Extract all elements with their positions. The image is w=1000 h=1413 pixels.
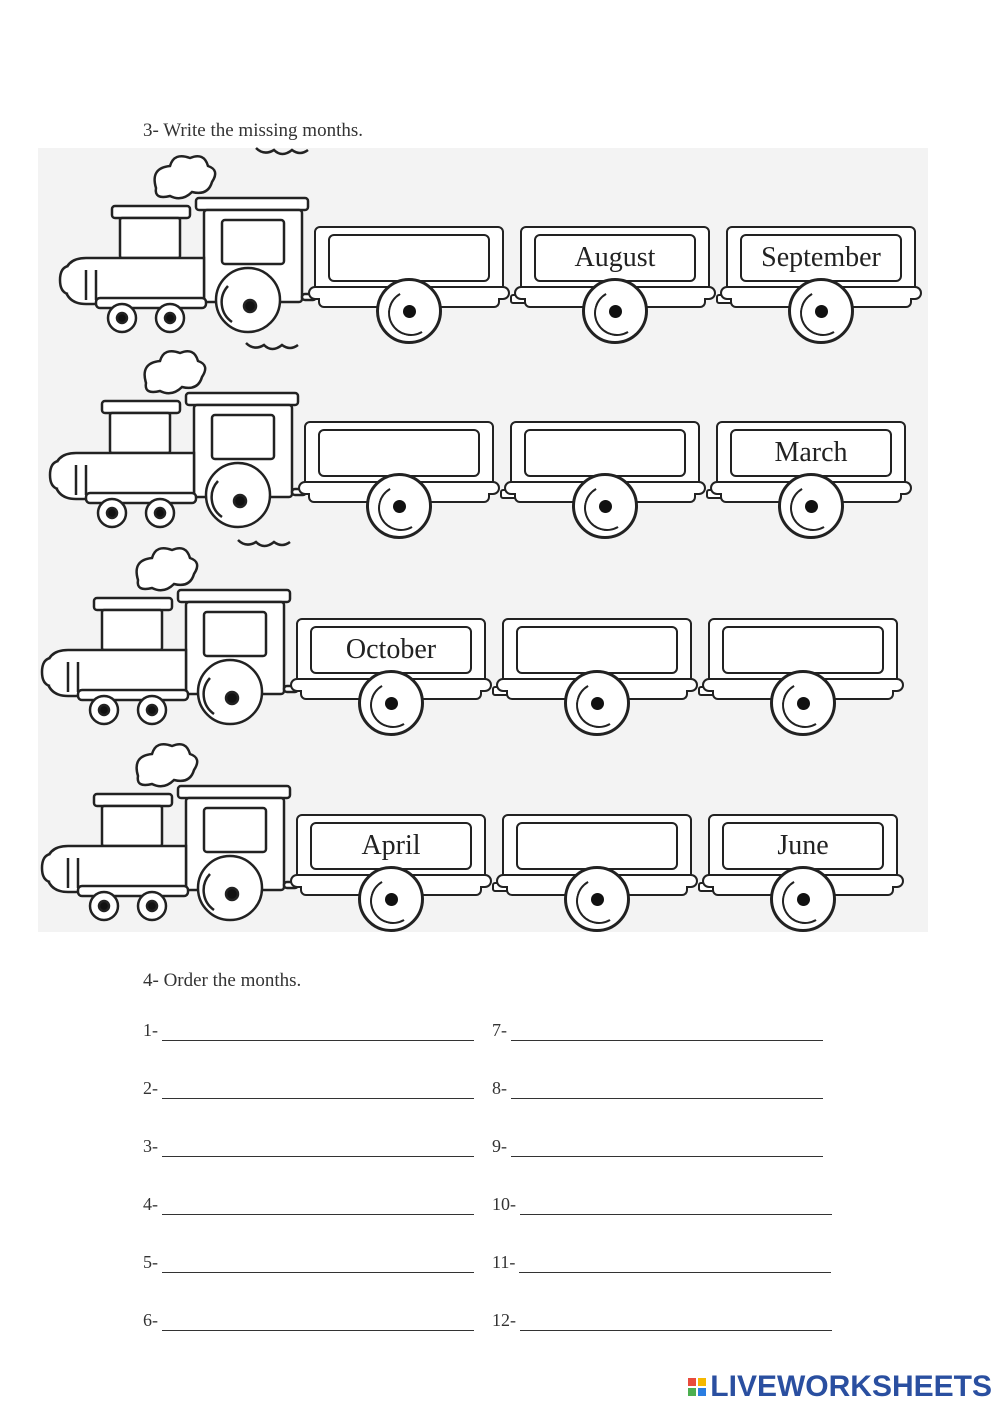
order-line-5[interactable]: 5-	[143, 1252, 474, 1273]
month-box[interactable]	[524, 429, 686, 477]
train-2-car-1	[298, 421, 500, 539]
exercise-4-heading: 4- Order the months.	[143, 970, 302, 991]
train-1-car-1	[308, 226, 510, 344]
answer-blank[interactable]	[511, 1022, 823, 1041]
order-line-10[interactable]: 10-	[492, 1194, 832, 1215]
logo-icon	[688, 1378, 707, 1396]
month-box[interactable]	[318, 429, 480, 477]
answer-blank[interactable]	[162, 1196, 474, 1215]
wheel-icon	[572, 473, 638, 539]
train-1-car-3: September	[720, 226, 922, 344]
exercise-3-heading: 3- Write the missing months.	[143, 120, 364, 141]
line-number: 1-	[143, 1020, 158, 1040]
train-4-car-2	[496, 814, 698, 932]
answer-blank[interactable]	[519, 1254, 832, 1273]
order-line-1[interactable]: 1-	[143, 1020, 474, 1041]
line-number: 9-	[492, 1136, 507, 1156]
answer-blank[interactable]	[162, 1080, 474, 1099]
answer-blank[interactable]	[162, 1312, 474, 1331]
wheel-icon	[358, 866, 424, 932]
answer-blank[interactable]	[511, 1138, 823, 1157]
train-4: April June	[38, 736, 918, 932]
month-box[interactable]: April	[310, 822, 472, 870]
answer-blank[interactable]	[520, 1312, 832, 1331]
line-number: 5-	[143, 1252, 158, 1272]
wheel-icon	[376, 278, 442, 344]
answer-blank[interactable]	[520, 1196, 832, 1215]
month-box[interactable]: August	[534, 234, 696, 282]
train-2: March	[46, 342, 926, 539]
train-1: August September	[56, 147, 936, 344]
line-number: 7-	[492, 1020, 507, 1040]
line-number: 12-	[492, 1310, 516, 1330]
month-box[interactable]: September	[740, 234, 902, 282]
train-3: October	[38, 539, 918, 736]
wheel-icon	[778, 473, 844, 539]
line-number: 2-	[143, 1078, 158, 1098]
logo-text: LIVEWORKSHEETS	[710, 1370, 992, 1403]
month-box[interactable]: March	[730, 429, 892, 477]
month-box[interactable]	[722, 626, 884, 674]
train-1-car-2: August	[514, 226, 716, 344]
wheel-icon	[582, 278, 648, 344]
train-3-car-1: October	[290, 618, 492, 736]
month-box[interactable]: June	[722, 822, 884, 870]
month-box[interactable]	[516, 626, 678, 674]
order-line-8[interactable]: 8-	[492, 1078, 823, 1099]
locomotive-icon	[40, 539, 300, 726]
locomotive-icon	[48, 342, 308, 529]
order-line-7[interactable]: 7-	[492, 1020, 823, 1041]
wheel-icon	[788, 278, 854, 344]
line-number: 6-	[143, 1310, 158, 1330]
train-2-car-3: March	[710, 421, 912, 539]
liveworksheets-logo: LIVEWORKSHEETS	[688, 1367, 992, 1407]
order-line-12[interactable]: 12-	[492, 1310, 832, 1331]
answer-blank[interactable]	[162, 1138, 474, 1157]
order-line-4[interactable]: 4-	[143, 1194, 474, 1215]
order-line-11[interactable]: 11-	[492, 1252, 832, 1273]
train-3-car-3	[702, 618, 904, 736]
order-line-3[interactable]: 3-	[143, 1136, 474, 1157]
month-box[interactable]	[516, 822, 678, 870]
month-box[interactable]: October	[310, 626, 472, 674]
train-4-car-1: April	[290, 814, 492, 932]
train-2-car-2	[504, 421, 706, 539]
train-3-car-2	[496, 618, 698, 736]
line-number: 10-	[492, 1194, 516, 1214]
trains-illustration: August September	[38, 147, 928, 932]
line-number: 8-	[492, 1078, 507, 1098]
train-4-car-3: June	[702, 814, 904, 932]
order-line-2[interactable]: 2-	[143, 1078, 474, 1099]
wheel-icon	[358, 670, 424, 736]
line-number: 3-	[143, 1136, 158, 1156]
order-line-9[interactable]: 9-	[492, 1136, 823, 1157]
answer-blank[interactable]	[162, 1022, 474, 1041]
wheel-icon	[564, 670, 630, 736]
order-line-6[interactable]: 6-	[143, 1310, 474, 1331]
line-number: 11-	[492, 1252, 516, 1272]
wheel-icon	[564, 866, 630, 932]
month-box[interactable]	[328, 234, 490, 282]
locomotive-icon	[40, 743, 300, 922]
wheel-icon	[366, 473, 432, 539]
answer-blank[interactable]	[162, 1254, 474, 1273]
line-number: 4-	[143, 1194, 158, 1214]
wheel-icon	[770, 866, 836, 932]
wheel-icon	[770, 670, 836, 736]
answer-blank[interactable]	[511, 1080, 823, 1099]
locomotive-icon	[58, 147, 318, 334]
